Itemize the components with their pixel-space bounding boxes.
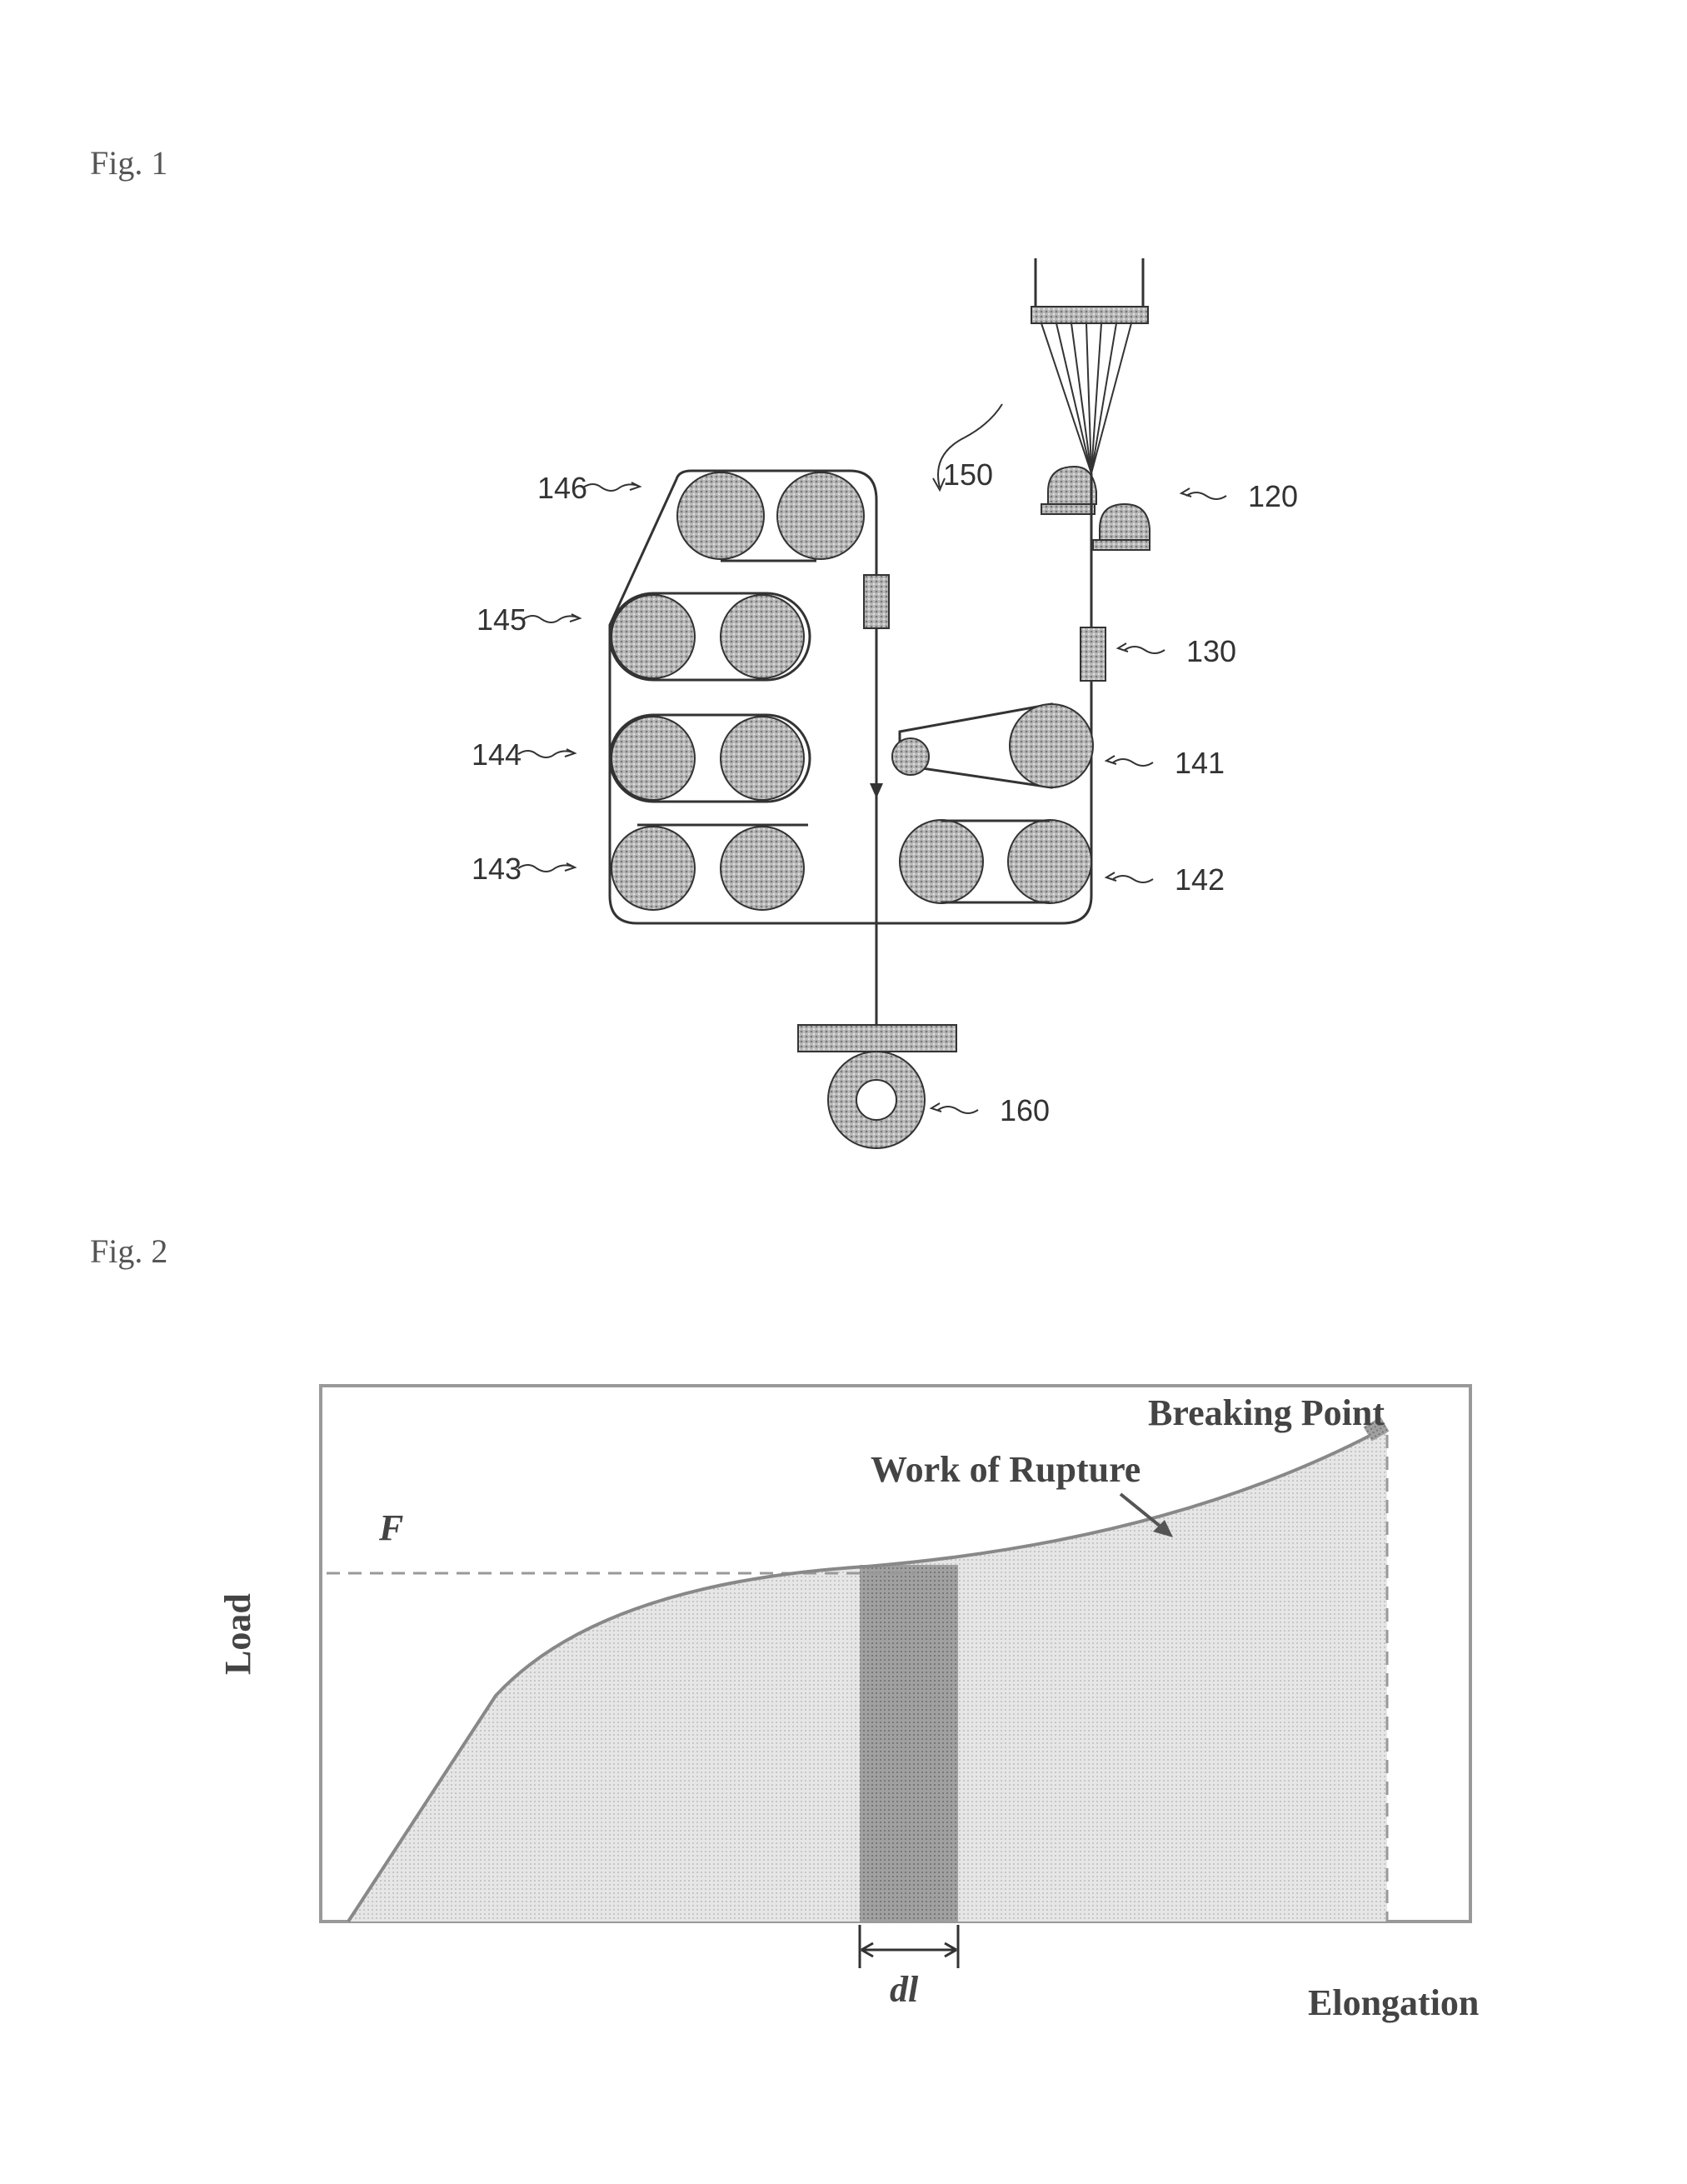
- f-label: F: [378, 1507, 403, 1548]
- dl-label: dl: [890, 1969, 919, 2010]
- x-axis-label: Elongation: [1308, 1982, 1479, 2023]
- dl-dimension: [860, 1925, 958, 1968]
- y-axis-label: Load: [217, 1593, 258, 1675]
- work-of-rupture-label: Work of Rupture: [871, 1449, 1140, 1490]
- breaking-point-label: Breaking Point: [1148, 1392, 1385, 1433]
- dl-strip: [860, 1565, 958, 1922]
